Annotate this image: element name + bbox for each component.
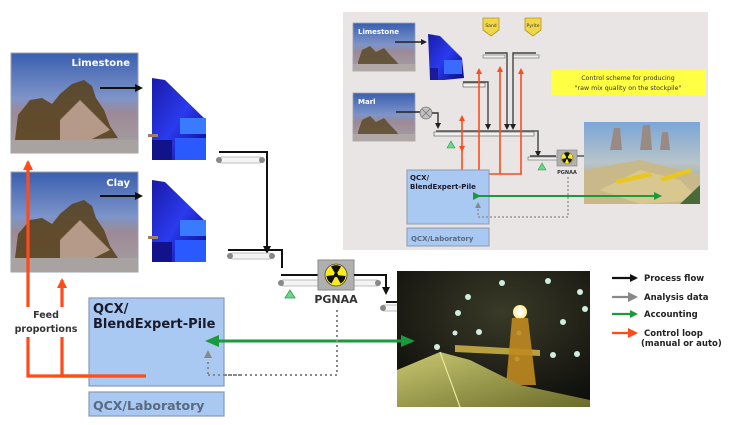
clay-to-collector-line xyxy=(228,249,283,268)
clay-label: Clay xyxy=(106,178,130,189)
inset-belt-to-analyzer-arrow xyxy=(436,130,541,157)
feed-proportions-label: Feed proportions xyxy=(15,307,84,337)
inset-pyrite-feeder xyxy=(512,54,540,59)
inset-laboratory-label: QCX/Laboratory xyxy=(411,235,474,243)
legend-item-control-loop: Control loop (manual or auto) xyxy=(612,328,722,349)
legend-control-loop-sublabel: (manual or auto) xyxy=(641,339,722,349)
pgnaa-label: PGNAA xyxy=(314,293,358,306)
analyzer-to-stacker-arrow xyxy=(354,274,390,295)
inset-analysis-data-arrow xyxy=(475,177,569,218)
inset-limestone-label: Limestone xyxy=(358,28,399,36)
inset-panel: Limestone Sand Pyrite Control scheme xyxy=(343,12,708,250)
legend-item-accounting: Accounting xyxy=(612,310,698,320)
legend: Process flow Analysis data Accounting Co… xyxy=(612,274,722,349)
legend-item-process-flow: Process flow xyxy=(612,274,704,284)
inset-bin-sand: Sand xyxy=(482,17,500,37)
inset-blend-title-line2: BlendExpert-Pile xyxy=(410,183,476,191)
laboratory-label: QCX/Laboratory xyxy=(93,398,204,413)
inset-pyrite-flow-arrow xyxy=(510,52,536,130)
belt-scale-icon xyxy=(284,289,296,299)
inset-bin-sand-label: Sand xyxy=(485,23,496,29)
inset-note-background xyxy=(551,70,706,95)
feed-label-line2: proportions xyxy=(15,324,78,335)
inset-note-line2: "raw mix quality on the stockpile" xyxy=(575,85,682,92)
feed-label-line1: Feed xyxy=(33,310,59,321)
inset-crusher-conveyor xyxy=(462,82,486,88)
inset-marl-label: Marl xyxy=(358,98,376,106)
limestone-to-collector-arrow xyxy=(219,151,271,254)
limestone-crusher-icon xyxy=(148,78,206,160)
inset-bin-pyrite: Pyrite xyxy=(524,17,542,37)
inset-laboratory-box[interactable]: QCX/Laboratory xyxy=(406,227,490,247)
inset-sand-flow-arrow xyxy=(485,52,510,130)
inset-marl-flow-arrow xyxy=(432,112,441,129)
accounting-arrowhead-left xyxy=(205,335,219,347)
limestone-label: Limestone xyxy=(71,58,130,69)
blend-expert-box[interactable]: QCX/ BlendExpert-Pile xyxy=(88,297,225,387)
inset-weigh-feeder-icon xyxy=(419,106,433,120)
blend-title-line2: BlendExpert-Pile xyxy=(93,317,216,332)
legend-item-analysis-data: Analysis data xyxy=(612,292,709,303)
inset-pgnaa-analyzer: PGNAA xyxy=(556,149,578,176)
inset-marl-photo: Marl xyxy=(352,92,416,142)
limestone-conveyor xyxy=(216,156,265,164)
limestone-photo: Limestone xyxy=(10,52,139,154)
inset-analyzer-scale-icon xyxy=(537,162,547,171)
pgnaa-analyzer: PGNAA xyxy=(314,259,358,306)
inset-crusher-to-belt-arrow xyxy=(463,81,491,130)
blend-title-line1: QCX/ xyxy=(93,302,129,317)
inset-sand-feeder xyxy=(482,54,506,59)
stockpile-photo xyxy=(397,271,590,408)
clay-conveyor xyxy=(227,252,275,260)
inset-analyzer-belt xyxy=(527,156,559,161)
inset-crusher-icon xyxy=(428,34,464,80)
analysis-data-arrowhead xyxy=(204,350,212,358)
laboratory-box[interactable]: QCX/Laboratory xyxy=(88,391,225,417)
inset-note-line1: Control scheme for producing xyxy=(581,75,675,82)
legend-accounting-label: Accounting xyxy=(644,310,698,320)
inset-plant-photo xyxy=(584,122,700,204)
inset-blend-expert-box[interactable]: QCX/ BlendExpert-Pile xyxy=(406,169,490,225)
inset-note: Control scheme for producing "raw mix qu… xyxy=(551,70,706,95)
inset-pgnaa-label: PGNAA xyxy=(557,170,577,176)
clay-photo: Clay xyxy=(10,171,139,273)
inset-collecting-belt xyxy=(433,131,535,137)
clay-crusher-icon xyxy=(148,180,206,262)
inset-bin-pyrite-label: Pyrite xyxy=(526,23,539,29)
inset-belt-scale-icon xyxy=(446,140,456,149)
legend-control-loop-label: Control loop xyxy=(644,329,703,339)
inset-limestone-photo: Limestone xyxy=(352,22,416,72)
legend-analysis-data-label: Analysis data xyxy=(644,293,709,303)
inset-blend-title-line1: QCX/ xyxy=(410,174,429,182)
legend-process-flow-label: Process flow xyxy=(644,274,704,284)
